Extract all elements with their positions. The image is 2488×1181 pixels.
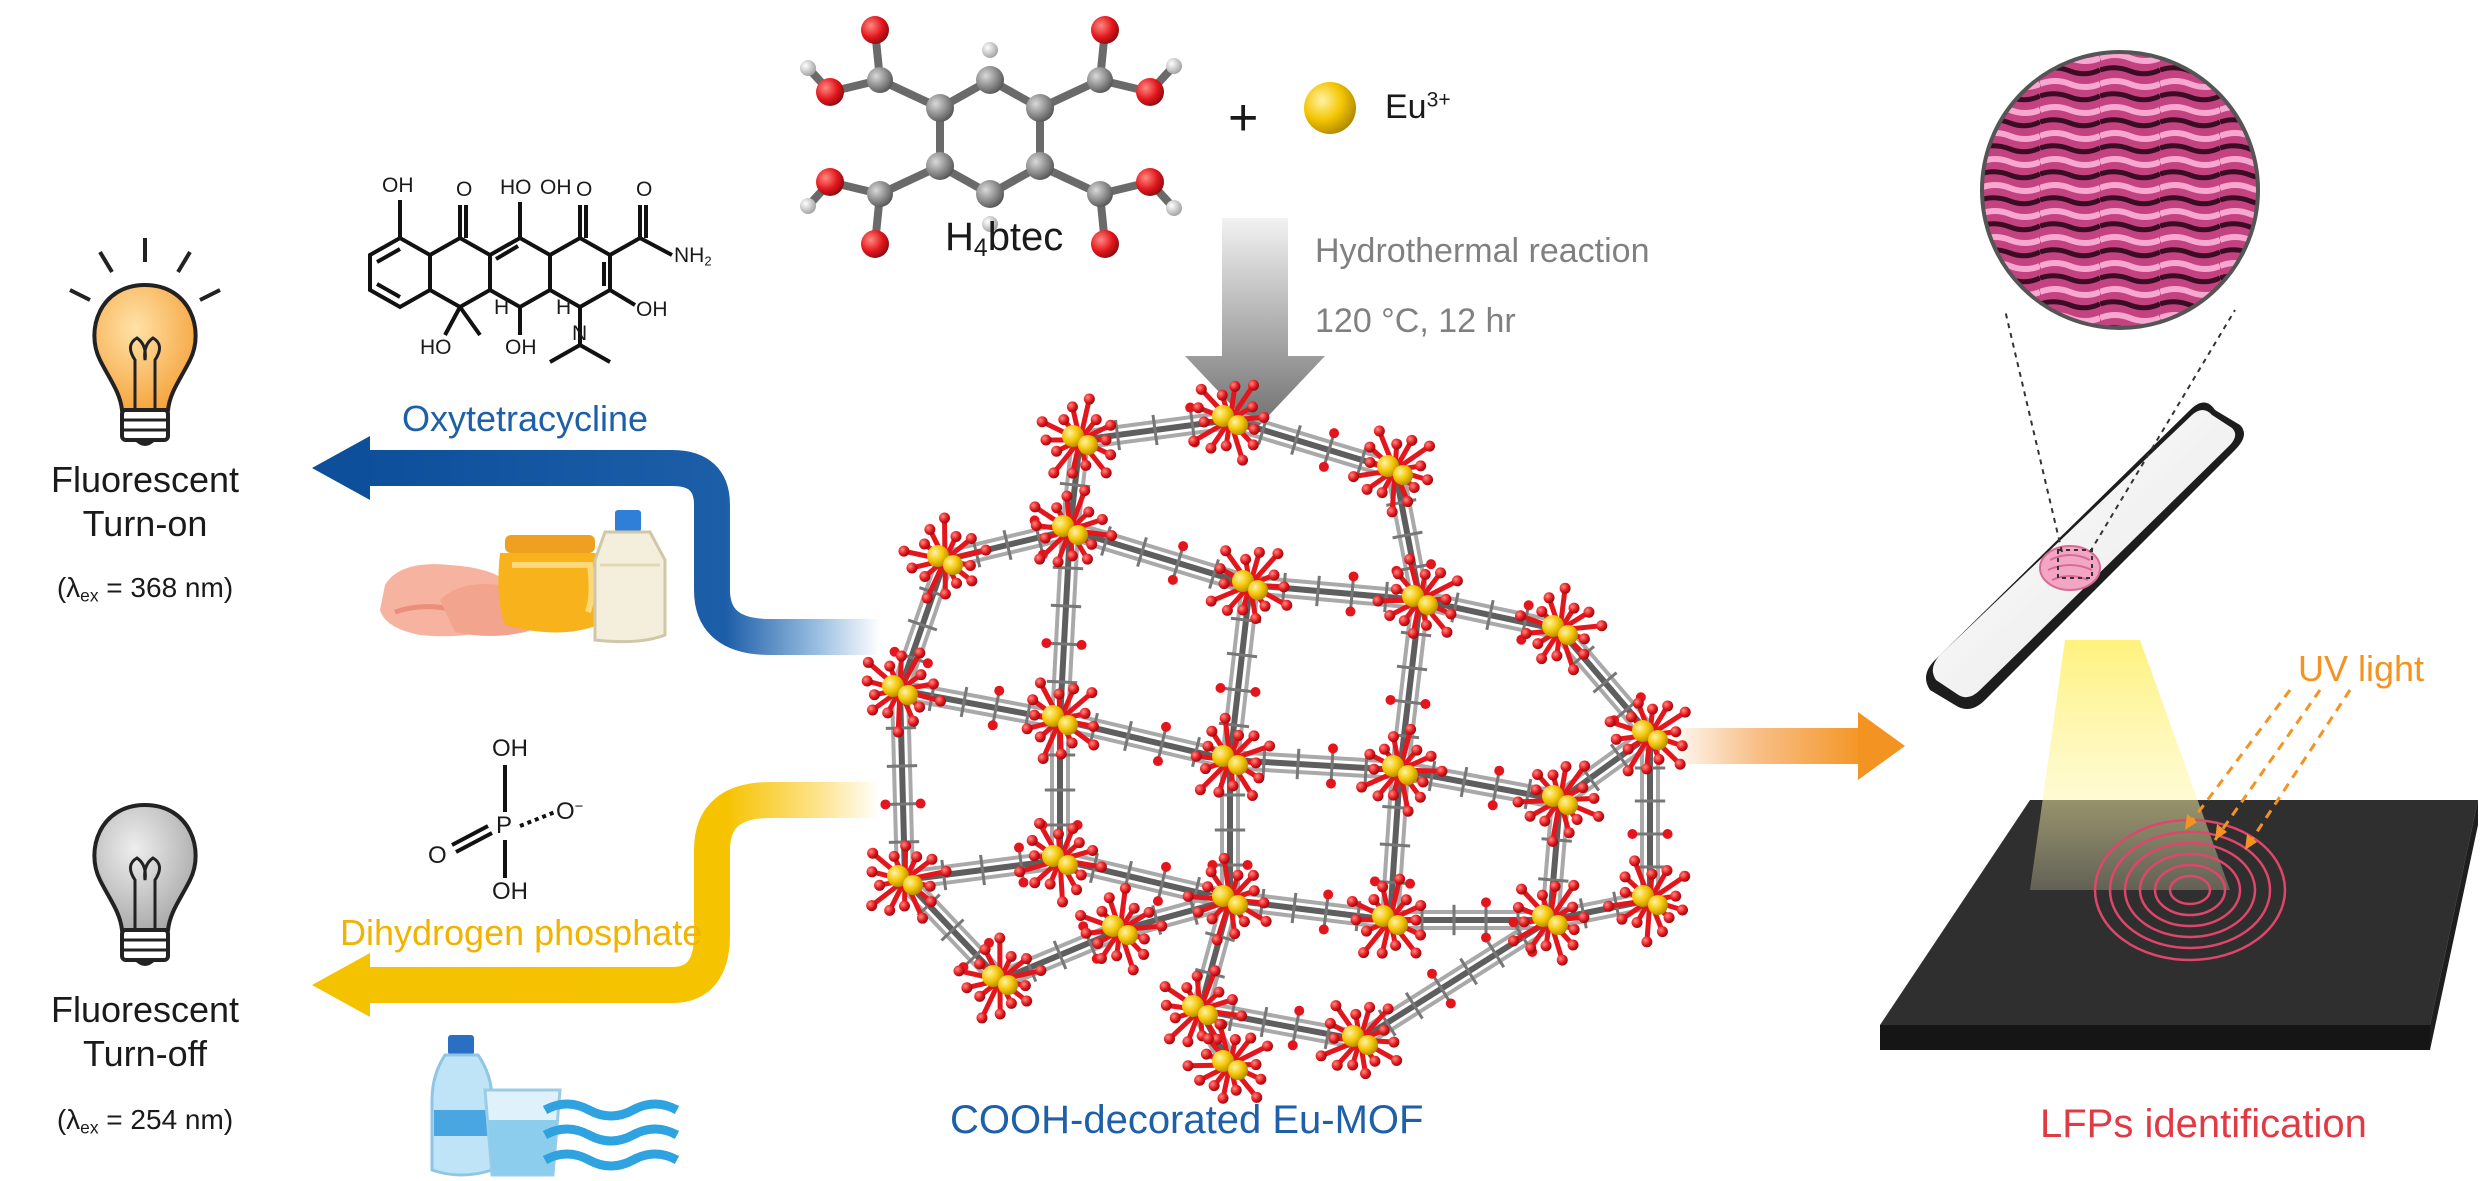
application-name: LFPs identification (2040, 1102, 2367, 1146)
application-arrow-shaft (1665, 728, 1865, 764)
turn-on-excitation: (λex = 368 nm) (10, 572, 280, 606)
metal-label: Eu3+ (1385, 88, 1451, 127)
uv-light-beam (2030, 640, 2230, 890)
water-samples-icon (430, 1035, 680, 1177)
turn-off-line1: Fluorescent (50, 989, 240, 1030)
otc-oh-bottom: OH (505, 336, 537, 359)
otc-o-1: O (456, 178, 473, 201)
turn-on-exc-pre: (λ (56, 572, 81, 603)
turn-off-arrowhead (312, 953, 370, 1017)
fingerprint-platform-icon (1880, 800, 2478, 1050)
eu-atom-icon (1304, 82, 1356, 134)
phosphate-structure-icon (451, 765, 556, 878)
turn-on-arrowhead (312, 436, 370, 500)
uv-light-rays (2183, 689, 2352, 851)
synthesis-conditions: 120 °C, 12 hr (1315, 302, 1516, 340)
product-name: COOH-decorated Eu-MOF (950, 1098, 1424, 1142)
otc-nh2-sub: 2 (704, 253, 712, 269)
metal-name-main: Eu (1385, 88, 1427, 126)
h4btec-molecule-icon (800, 16, 1182, 258)
otc-nh2: NH2 (674, 244, 712, 268)
otc-oh-right: OH (636, 298, 668, 321)
bulb-on-icon (69, 238, 221, 446)
pi-o-minus-sign: − (574, 798, 584, 815)
synthesis-arrow (1185, 218, 1325, 430)
turn-off-exc-pre: (λ (56, 1104, 81, 1135)
turn-off-exc-post: = 254 nm) (98, 1104, 234, 1135)
pi-oh-bottom: OH (492, 878, 528, 905)
smartphone-icon (1926, 402, 2244, 709)
uv-light-label: UV light (2298, 648, 2425, 689)
turn-off-line2: Turn-off (82, 1033, 208, 1074)
otc-oh-left: OH (382, 174, 414, 197)
eu-mof-framework-icon (861, 379, 1691, 1104)
otc-oh-mid: OH (540, 176, 572, 199)
pi-o-minus-main: O (556, 798, 575, 825)
uv-ray-arrowheads (2185, 814, 2257, 850)
linker-name-main: H (945, 215, 974, 259)
otc-nh2-main: NH (674, 244, 705, 267)
pi-o-minus: O− (556, 798, 583, 826)
turn-on-arrow (365, 450, 880, 655)
otc-o-2: O (576, 178, 593, 201)
turn-on-response: Fluorescent Turn-on (10, 458, 280, 546)
plus-sign: + (1228, 89, 1259, 147)
pi-p: P (496, 812, 513, 839)
turn-off-response: Fluorescent Turn-off (10, 988, 280, 1076)
turn-off-arrow (365, 782, 880, 1003)
metal-name-sup: 3+ (1426, 88, 1451, 112)
bulb-off-icon (92, 802, 198, 966)
turn-on-exc-sub: ex (80, 585, 99, 606)
oxytetracycline-structure-icon (368, 200, 673, 364)
otc-n: N (572, 322, 588, 345)
turn-on-line1: Fluorescent (50, 459, 240, 500)
linker-label: H4btec (945, 215, 1063, 263)
turn-on-line2: Turn-on (82, 503, 208, 544)
food-samples-icon (380, 510, 667, 644)
turn-off-excitation: (λex = 254 nm) (10, 1104, 280, 1138)
otc-h-1: H (494, 296, 510, 319)
otc-o-amide: O (636, 178, 653, 201)
turn-off-exc-sub: ex (80, 1117, 99, 1138)
pi-o-left: O (428, 842, 447, 869)
turn-on-exc-post: = 368 nm) (98, 572, 234, 603)
analyte-top-name: Oxytetracycline (402, 398, 649, 439)
otc-ho-mid: HO (500, 176, 532, 199)
otc-ho-bottom: HO (420, 336, 452, 359)
pi-oh-top: OH (492, 735, 528, 762)
magnified-fingerprint-icon (1980, 50, 2260, 579)
otc-h-2: H (556, 296, 572, 319)
application-arrow-head (1858, 712, 1905, 780)
analyte-bottom-name: Dihydrogen phosphate (340, 912, 703, 953)
linker-name-sub: 4 (973, 235, 988, 263)
linker-name-tail: btec (987, 215, 1064, 259)
synthesis-method: Hydrothermal reaction (1315, 232, 1650, 270)
